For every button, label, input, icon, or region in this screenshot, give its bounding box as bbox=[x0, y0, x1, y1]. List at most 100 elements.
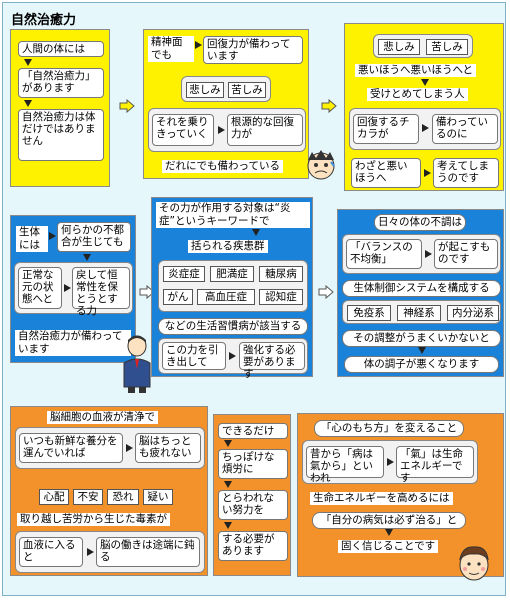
panel-effort: できるだけ ちっぽけな煩労に とらわれない努力を する必要があります bbox=[213, 414, 291, 576]
text-illness-from-ki: 昔から「病は氣から」といわれ bbox=[306, 446, 384, 484]
right-arrow-icon bbox=[119, 99, 135, 113]
disease-tag: 炎症症 bbox=[163, 266, 205, 282]
boy-face-icon bbox=[459, 546, 489, 581]
text-end-up-thinking: 考えてしまうのです bbox=[433, 158, 499, 188]
text-mental-side: 精神面でも bbox=[148, 36, 194, 62]
disease-tag: 糖尿病 bbox=[259, 266, 303, 282]
systems-group: 免疫系 神経系 内分泌系 bbox=[342, 300, 501, 324]
text-inflammation-keyword: その力が作用する対象は“炎症”というキーワードで bbox=[156, 202, 310, 228]
recovery-group: それを乗りきっていく 根源的な回復力が bbox=[148, 108, 306, 152]
nutrients-group: いつも新鮮な養分を運んでいれば 脳はちっとも疲れない bbox=[15, 427, 205, 469]
text-brain-blood-clean: 脳細胞の血液が清浄で bbox=[47, 411, 158, 424]
right-arrow-icon bbox=[49, 232, 56, 240]
text-deliberately-worse: わざと悪いほうへ bbox=[351, 158, 421, 188]
text-biological-control: 生体制御システムを構成する bbox=[342, 280, 501, 297]
toxin-group: 血液に入ると 脳の働きは途端に鈍る bbox=[15, 531, 205, 573]
disease-tags-group: 炎症症 肥満症 糖尿病 がん 高血圧症 認知症 bbox=[158, 260, 308, 312]
panel-imbalance: 日々の体の不調は 「バランスの不均衡」 が起こすものです 生体制御システムを構成… bbox=[337, 209, 504, 377]
text-person-takes-it: 受けとめてしまう人 bbox=[367, 88, 468, 101]
text-balance-imbalance: 「バランスの不均衡」 bbox=[346, 239, 422, 269]
panel-inflammation: その力が作用する対象は“炎症”というキーワードで 括られる疾患群 炎症症 肥満症… bbox=[151, 197, 313, 380]
disease-tag: がん bbox=[163, 289, 193, 305]
emotion-group: 悲しみ 苦しみ bbox=[181, 76, 271, 102]
right-arrow-icon bbox=[321, 99, 337, 113]
panel-natural-healing: 人間の体には 「自然治癒力」があります 自然治癒力は体だけではありません bbox=[10, 29, 110, 187]
diagram-canvas: 自然治癒力 人間の体には 「自然治癒力」があります 自然治癒力は体だけではありま… bbox=[2, 2, 506, 596]
homeostasis-group: 正常な元の状態へと 戻して恒常性を保とうとする力 bbox=[14, 262, 133, 317]
down-arrow-icon bbox=[24, 100, 32, 107]
right-arrow-icon bbox=[87, 548, 94, 556]
text-normal-state: 正常な元の状態へと bbox=[18, 267, 62, 309]
ki-group: 昔から「病は氣から」といわれ 「氣」は生命エネルギーです bbox=[302, 440, 478, 484]
text-need-effort: する必要があります bbox=[218, 531, 288, 561]
down-arrow-icon bbox=[224, 440, 232, 447]
panel-negative-thinking: 悲しみ 苦しみ 悪いほうへ悪いほうへと 受けとめてしまう人 回復するチカラが 備… bbox=[344, 23, 504, 191]
text-living-body: 生体には bbox=[16, 226, 48, 252]
imbalance-group: 「バランスの不均衡」 が起こすものです bbox=[342, 234, 501, 274]
text-not-only-body: 自然治癒力は体だけではありません bbox=[18, 109, 104, 161]
right-arrow-icon bbox=[195, 41, 202, 49]
page-title: 自然治癒力 bbox=[11, 13, 77, 28]
text-toxin: 取り越し苦労から生じた毒素が bbox=[17, 513, 170, 526]
text-firmly-believe: 固く信じることです bbox=[338, 540, 439, 553]
right-arrow-icon bbox=[318, 285, 334, 299]
emotion-group: 悲しみ 苦しみ bbox=[373, 34, 473, 58]
text-some-problem: 何らかの不都合が生じても bbox=[57, 222, 131, 252]
text-body-worse: 体の調子が悪くなります bbox=[344, 356, 499, 373]
worried-face-icon bbox=[307, 150, 335, 180]
down-arrow-icon bbox=[224, 522, 232, 529]
text-restore-power: 戻して恒常性を保とうとする力 bbox=[72, 267, 130, 317]
text-lifestyle-disease: などの生活習慣病が該当する bbox=[158, 318, 308, 335]
panel-mindset: 「心のもち方」を変えること 昔から「病は氣から」といわれ 「氣」は生命エネルギー… bbox=[297, 413, 504, 577]
system-tag: 免疫系 bbox=[347, 305, 391, 321]
right-arrow-icon bbox=[126, 444, 133, 452]
text-has-healing-power: 「自然治癒力」があります bbox=[18, 68, 104, 98]
text-ki-is-life-energy: 「氣」は生命エネルギーです bbox=[396, 446, 474, 484]
text-recovery-power: 回復力が備わっています bbox=[203, 36, 303, 64]
worry-tag: 恐れ bbox=[107, 489, 139, 505]
down-arrow-icon bbox=[421, 79, 429, 86]
down-arrow-icon bbox=[224, 481, 232, 488]
right-arrow-icon bbox=[64, 284, 71, 292]
text-causes: が起こすものです bbox=[434, 239, 498, 269]
text-need-strengthen: 強化する必要があります bbox=[239, 342, 305, 380]
text-illness-will-heal: 「自分の病気は必ず治る」と bbox=[312, 512, 466, 529]
panel-homeostasis: 生体には 何らかの不都合が生じても 正常な元の状態へと 戻して恒常性を保とうとす… bbox=[10, 215, 136, 363]
panel-mental-recovery: 精神面でも 回復力が備わっています 悲しみ 苦しみ それを乗りきっていく 根源的… bbox=[143, 29, 309, 179]
worry-tag: 不安 bbox=[73, 489, 103, 505]
text-brain-dulls: 脳の働きは途端に鈍る bbox=[96, 537, 200, 567]
text-draw-out: この力を引き出して bbox=[162, 342, 226, 370]
text-recovery-strength: 回復するチカラが bbox=[353, 114, 419, 144]
disease-tag: 肥満症 bbox=[210, 266, 254, 282]
down-arrow-icon bbox=[24, 59, 32, 66]
right-arrow-icon bbox=[139, 285, 155, 299]
emotion-tag-suffering: 苦しみ bbox=[228, 82, 266, 98]
text-adjustment-fails: その調整がうまくいかないと bbox=[342, 330, 501, 347]
businessman-icon bbox=[123, 335, 151, 393]
right-arrow-icon bbox=[387, 458, 394, 466]
disease-tag: 認知症 bbox=[259, 289, 303, 305]
worry-tag: 疑い bbox=[143, 489, 173, 505]
strengthen-group: この力を引き出して 強化する必要があります bbox=[158, 338, 308, 380]
text-change-mindset: 「心のもち方」を変えること bbox=[314, 420, 464, 437]
text-enters-blood: 血液に入ると bbox=[19, 537, 83, 567]
system-tag: 内分泌系 bbox=[447, 305, 499, 321]
disease-tag: 高血圧症 bbox=[197, 289, 255, 305]
system-tag: 神経系 bbox=[397, 305, 441, 321]
right-arrow-icon bbox=[424, 169, 431, 177]
text-raise-life-energy: 生命エネルギーを高めるには bbox=[310, 492, 453, 505]
down-arrow-icon bbox=[418, 347, 426, 354]
worry-tag: 心配 bbox=[39, 489, 69, 505]
down-arrow-icon bbox=[83, 254, 91, 261]
text-petty-worries: ちっぽけな煩労に bbox=[218, 449, 288, 479]
text-human-body: 人間の体には bbox=[18, 41, 104, 57]
text-fresh-nutrients: いつも新鮮な養分を運んでいれば bbox=[19, 433, 123, 463]
right-arrow-icon bbox=[425, 250, 432, 258]
text-as-much-as-possible: できるだけ bbox=[218, 423, 288, 439]
emotion-tag-suffering: 苦しみ bbox=[426, 39, 468, 55]
panel-brain-blood: 脳細胞の血液が清浄で いつも新鮮な養分を運んでいれば 脳はちっとも疲れない 心配… bbox=[10, 406, 208, 576]
text-daily-discomfort: 日々の体の不調は bbox=[374, 214, 466, 231]
right-arrow-icon bbox=[218, 126, 225, 134]
text-overcome: それを乗りきっていく bbox=[152, 114, 214, 146]
text-dont-be-caught: とらわれない努力を bbox=[218, 490, 288, 520]
